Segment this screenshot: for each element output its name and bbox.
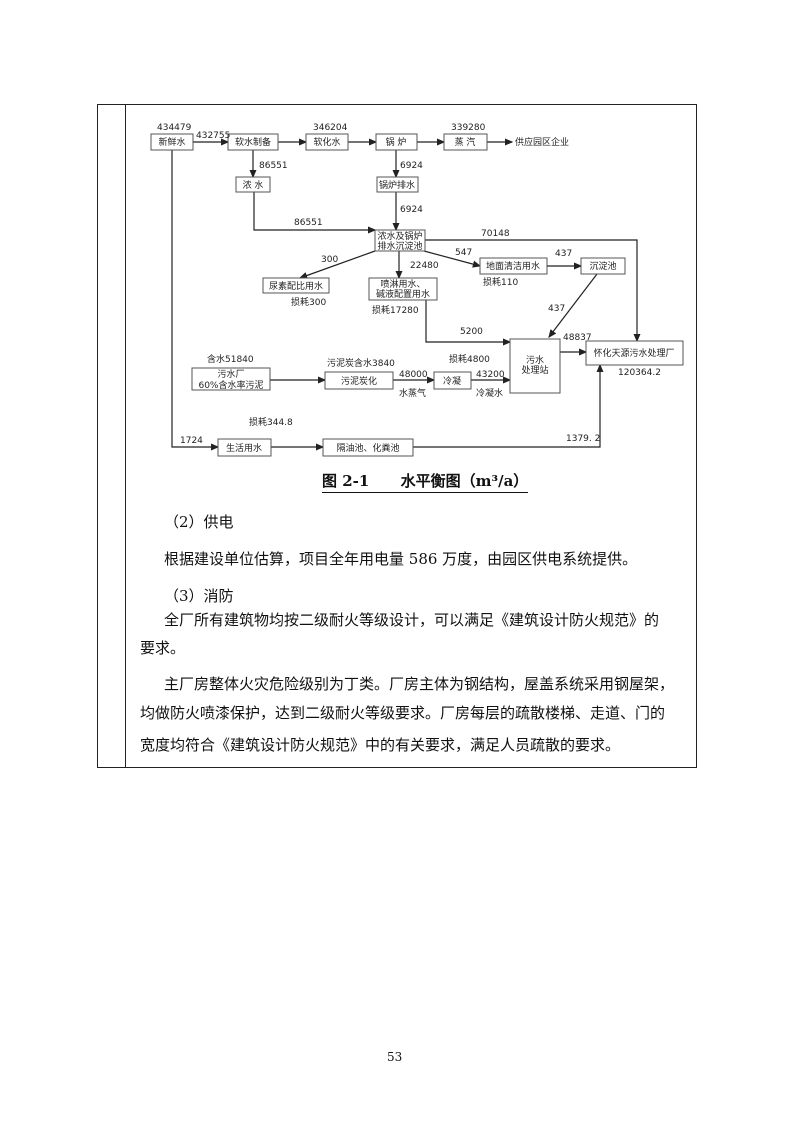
svg-text:437: 437 xyxy=(555,249,572,259)
page-number: 53 xyxy=(387,1050,403,1064)
svg-text:浓水及锅炉: 浓水及锅炉 xyxy=(377,230,422,242)
section-heading-fire: （3）消防 xyxy=(164,587,234,605)
svg-text:339280: 339280 xyxy=(451,123,486,133)
svg-text:48837: 48837 xyxy=(563,333,592,343)
svg-text:污水: 污水 xyxy=(526,354,544,366)
svg-text:86551: 86551 xyxy=(294,218,323,228)
svg-text:隔油池、化粪池: 隔油池、化粪池 xyxy=(336,442,399,454)
paragraph-building-line1: 主厂房整体火灾危险级别为丁类。厂房主体为钢结构，屋盖系统采用钢屋架， xyxy=(164,675,675,693)
svg-text:434479: 434479 xyxy=(157,123,192,133)
svg-text:48000: 48000 xyxy=(399,370,428,380)
svg-text:水蒸气: 水蒸气 xyxy=(399,387,426,399)
svg-text:437: 437 xyxy=(548,304,565,314)
svg-text:冷凝水: 冷凝水 xyxy=(476,387,503,399)
figure-caption: 图 2-1 水平衡图（m³/a） xyxy=(322,470,529,493)
svg-text:污水厂: 污水厂 xyxy=(217,368,244,380)
paragraph-building-line2: 均做防火喷漆保护，达到二级耐火等级要求。厂房每层的疏散楼梯、走道、门的 xyxy=(140,704,666,722)
svg-text:尿素配比用水: 尿素配比用水 xyxy=(269,280,323,292)
diagram-boxes: 新鲜水 软水制备 软化水 锅 炉 蒸 汽 供应园区企业 浓 水 锅炉排水 浓水及… xyxy=(150,133,684,457)
svg-text:地面清洁用水: 地面清洁用水 xyxy=(486,260,540,272)
water-balance-diagram: 新鲜水 软水制备 软化水 锅 炉 蒸 汽 供应园区企业 浓 水 锅炉排水 浓水及… xyxy=(150,123,684,457)
svg-text:22480: 22480 xyxy=(410,261,439,271)
svg-text:处理站: 处理站 xyxy=(521,364,548,376)
svg-text:6924: 6924 xyxy=(400,161,423,171)
table-column-divider xyxy=(125,104,126,768)
svg-text:1724: 1724 xyxy=(180,436,203,446)
svg-text:5200: 5200 xyxy=(460,327,483,337)
svg-text:浓 水: 浓 水 xyxy=(243,179,264,191)
svg-text:300: 300 xyxy=(321,255,338,265)
svg-text:346204: 346204 xyxy=(313,123,348,133)
svg-text:43200: 43200 xyxy=(476,370,505,380)
svg-text:1379. 2: 1379. 2 xyxy=(566,434,600,444)
svg-text:损耗4800: 损耗4800 xyxy=(449,353,490,365)
svg-text:锅 炉: 锅 炉 xyxy=(386,136,407,148)
table-frame xyxy=(97,104,697,768)
svg-text:污泥炭化: 污泥炭化 xyxy=(341,375,377,387)
svg-text:新鲜水: 新鲜水 xyxy=(158,136,185,148)
svg-text:86551: 86551 xyxy=(259,161,288,171)
svg-text:排水沉淀池: 排水沉淀池 xyxy=(377,240,422,252)
svg-text:6924: 6924 xyxy=(400,205,423,215)
svg-text:锅炉排水: 锅炉排水 xyxy=(379,179,415,191)
svg-text:含水51840: 含水51840 xyxy=(207,353,254,365)
svg-text:沉淀池: 沉淀池 xyxy=(589,260,616,272)
svg-text:60%含水率污泥: 60%含水率污泥 xyxy=(198,379,263,391)
paragraph-fire-line1: 全厂所有建筑物均按二级耐火等级设计，可以满足《建筑设计防火规范》的 xyxy=(164,611,660,629)
svg-text:432755: 432755 xyxy=(196,131,230,141)
svg-text:损耗300: 损耗300 xyxy=(291,296,326,308)
flow-lines xyxy=(171,138,641,451)
svg-text:损耗17280: 损耗17280 xyxy=(372,304,419,316)
svg-text:软化水: 软化水 xyxy=(313,136,340,148)
svg-text:损耗110: 损耗110 xyxy=(483,276,518,288)
svg-text:70148: 70148 xyxy=(481,229,510,239)
svg-text:损耗344.8: 损耗344.8 xyxy=(249,416,293,428)
svg-text:供应园区企业: 供应园区企业 xyxy=(515,136,569,148)
flow-labels: 434479 432755 346204 339280 86551 6924 6… xyxy=(157,123,661,446)
paragraph-building-line3: 宽度均符合《建筑设计防火规范》中的有关要求，满足人员疏散的要求。 xyxy=(140,736,621,754)
paragraph-power: 根据建设单位估算，项目全年用电量 586 万度，由园区供电系统提供。 xyxy=(164,550,638,568)
svg-text:蒸 汽: 蒸 汽 xyxy=(455,136,476,148)
svg-text:污泥炭含水3840: 污泥炭含水3840 xyxy=(327,357,395,369)
svg-text:生活用水: 生活用水 xyxy=(226,442,262,454)
paragraph-fire-line2: 要求。 xyxy=(140,639,186,657)
svg-text:喷淋用水、: 喷淋用水、 xyxy=(380,278,425,290)
svg-text:碱液配置用水: 碱液配置用水 xyxy=(376,288,430,300)
svg-text:软水制备: 软水制备 xyxy=(235,136,271,148)
svg-text:547: 547 xyxy=(455,248,472,258)
section-heading-power: （2）供电 xyxy=(164,513,234,531)
svg-text:冷凝: 冷凝 xyxy=(443,375,461,387)
svg-text:怀化天源污水处理厂: 怀化天源污水处理厂 xyxy=(593,347,674,359)
svg-text:120364.2: 120364.2 xyxy=(618,368,661,378)
